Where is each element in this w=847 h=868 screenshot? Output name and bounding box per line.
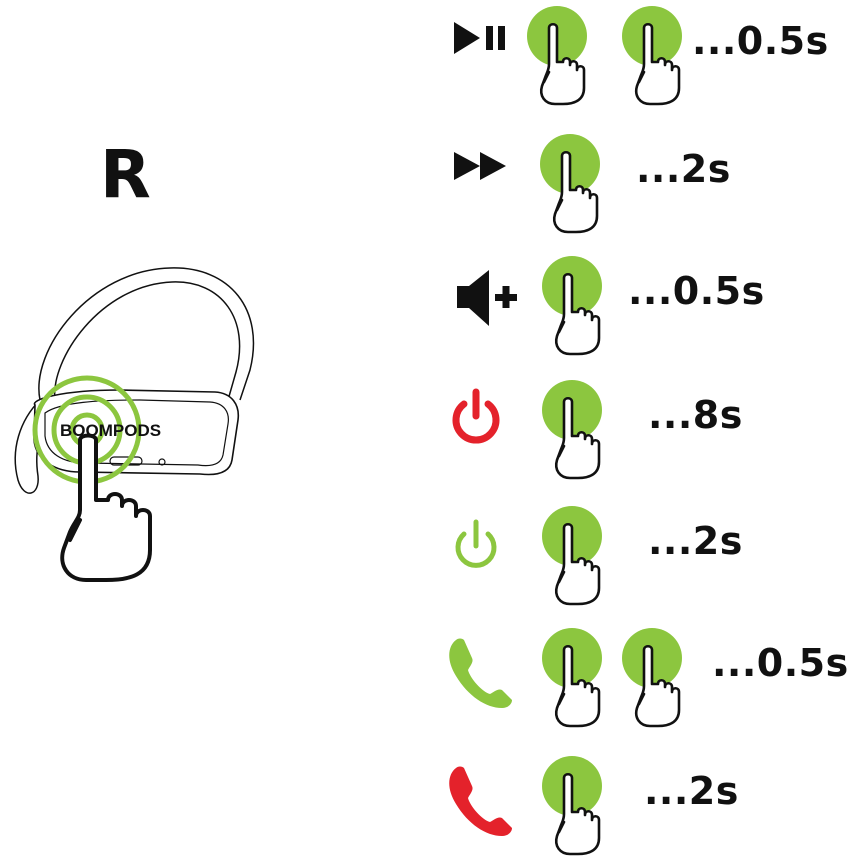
tap-gesture-icon <box>525 6 589 106</box>
duration-label: ...0.5s <box>628 269 765 313</box>
tap-gesture-icon <box>540 256 604 356</box>
power-on-icon <box>446 512 506 576</box>
tap-gesture-icon <box>538 134 602 234</box>
brand-logo: BOOMPODS <box>60 421 161 440</box>
duration-label: ...0.5s <box>712 641 847 685</box>
duration-label: ...2s <box>636 147 731 191</box>
side-label: R <box>100 136 151 213</box>
earbud-illustration: BOOMPODS <box>14 267 255 582</box>
tap-gesture-icon <box>620 628 684 728</box>
power-off-icon <box>446 386 506 450</box>
next-track-icon <box>452 146 512 190</box>
pointing-hand-icon <box>60 433 152 582</box>
tap-gesture-icon <box>540 380 604 480</box>
end-call-icon <box>446 762 516 846</box>
tap-gesture-icon <box>540 628 604 728</box>
duration-label: ...2s <box>648 519 743 563</box>
answer-call-icon <box>446 634 516 718</box>
duration-label: ...8s <box>648 393 743 437</box>
tap-gesture-icon <box>540 756 604 856</box>
tap-gesture-icon <box>620 6 684 106</box>
duration-label: ...0.5s <box>692 19 829 63</box>
volume-up-icon <box>455 268 525 332</box>
duration-label: ...2s <box>644 769 739 813</box>
tap-gesture-icon <box>540 506 604 606</box>
play-pause-icon <box>452 18 512 62</box>
